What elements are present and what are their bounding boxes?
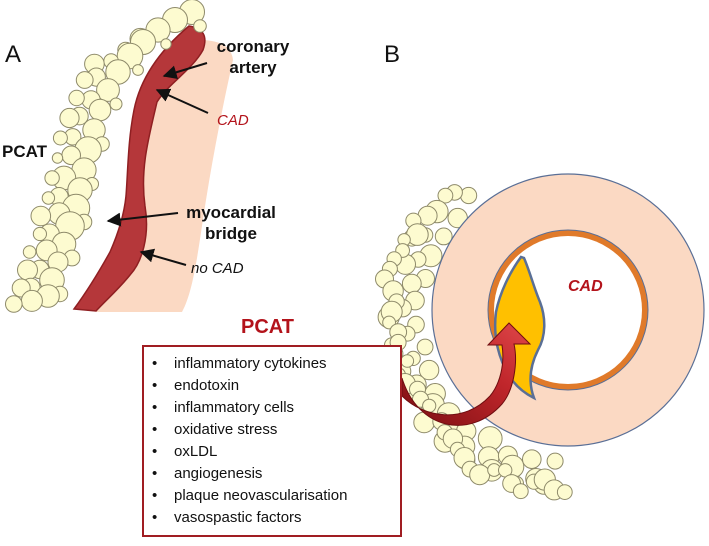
fat-cell — [44, 170, 60, 186]
fat-cell — [546, 452, 564, 470]
fat-cell — [401, 273, 422, 294]
fat-cell — [469, 464, 491, 486]
coronary-artery-pointer — [162, 62, 208, 80]
fat-cell — [400, 354, 415, 368]
fat-cell — [522, 449, 542, 470]
factor-item: plaque neovascularisation — [152, 485, 400, 507]
myocardial-bridge-line-2: bridge — [205, 224, 257, 243]
fat-cell — [88, 98, 112, 122]
cad-label-b: CAD — [568, 278, 603, 295]
fat-cell — [30, 205, 52, 227]
fat-cell — [17, 259, 38, 281]
fat-cell — [41, 191, 56, 205]
myocardial-bridge-label: myocardial bridge — [176, 202, 286, 244]
factor-item: inflammatory cytokines — [152, 353, 400, 375]
fat-cell — [512, 483, 529, 500]
coronary-artery-label: coronary artery — [207, 36, 299, 78]
coronary-artery-line-2: artery — [229, 58, 277, 77]
fat-cell — [109, 97, 123, 111]
pcat-influence-arrow — [401, 322, 532, 426]
pcat-factors-box: inflammatory cytokines endotoxin inflamm… — [142, 345, 402, 537]
fat-cell — [22, 245, 37, 259]
panel-b-letter: B — [384, 41, 401, 68]
fat-cell — [75, 71, 94, 89]
fat-cell — [132, 64, 144, 76]
fat-cell — [437, 187, 454, 204]
factor-item: oxidative stress — [152, 419, 400, 441]
myocardial-bridge-line-1: myocardial — [186, 203, 276, 222]
fat-cell — [20, 289, 43, 312]
no-cad-label: no CAD — [191, 260, 244, 277]
fat-cell — [434, 227, 453, 246]
factor-item: oxLDL — [152, 441, 400, 463]
fat-cell — [556, 484, 573, 501]
pcat-label-a: PCAT — [2, 142, 48, 161]
pcat-box-heading: PCAT — [241, 316, 294, 338]
factor-item: vasospastic factors — [152, 507, 400, 529]
fat-cell — [51, 152, 64, 164]
fat-cell — [68, 89, 85, 107]
coronary-artery-line-1: coronary — [216, 37, 290, 56]
fat-cell — [418, 359, 440, 381]
pcat-factors-list: inflammatory cytokines endotoxin inflamm… — [144, 347, 400, 529]
fat-cell — [52, 130, 68, 146]
fat-cell — [160, 38, 172, 50]
cad-label-a: CAD — [217, 112, 249, 129]
fat-cell — [5, 295, 23, 313]
factor-item: angiogenesis — [152, 463, 400, 485]
fat-cell — [460, 186, 478, 205]
coronary-artery-vessel — [72, 25, 206, 312]
myocardial-bridge-pointer — [106, 212, 179, 227]
no-cad-pointer — [139, 248, 187, 266]
fat-cell — [416, 338, 434, 356]
factor-item: endotoxin — [152, 375, 400, 397]
fat-cell — [96, 78, 120, 102]
pcat-fat-cluster-b — [375, 184, 573, 501]
cad-pointer — [155, 88, 209, 114]
panel-a-letter: A — [5, 41, 22, 68]
fat-cell — [32, 226, 48, 242]
fat-cell — [193, 19, 207, 33]
fat-cell — [59, 107, 80, 129]
factor-item: inflammatory cells — [152, 397, 400, 419]
pcat-fat-cluster-a — [5, 0, 207, 313]
